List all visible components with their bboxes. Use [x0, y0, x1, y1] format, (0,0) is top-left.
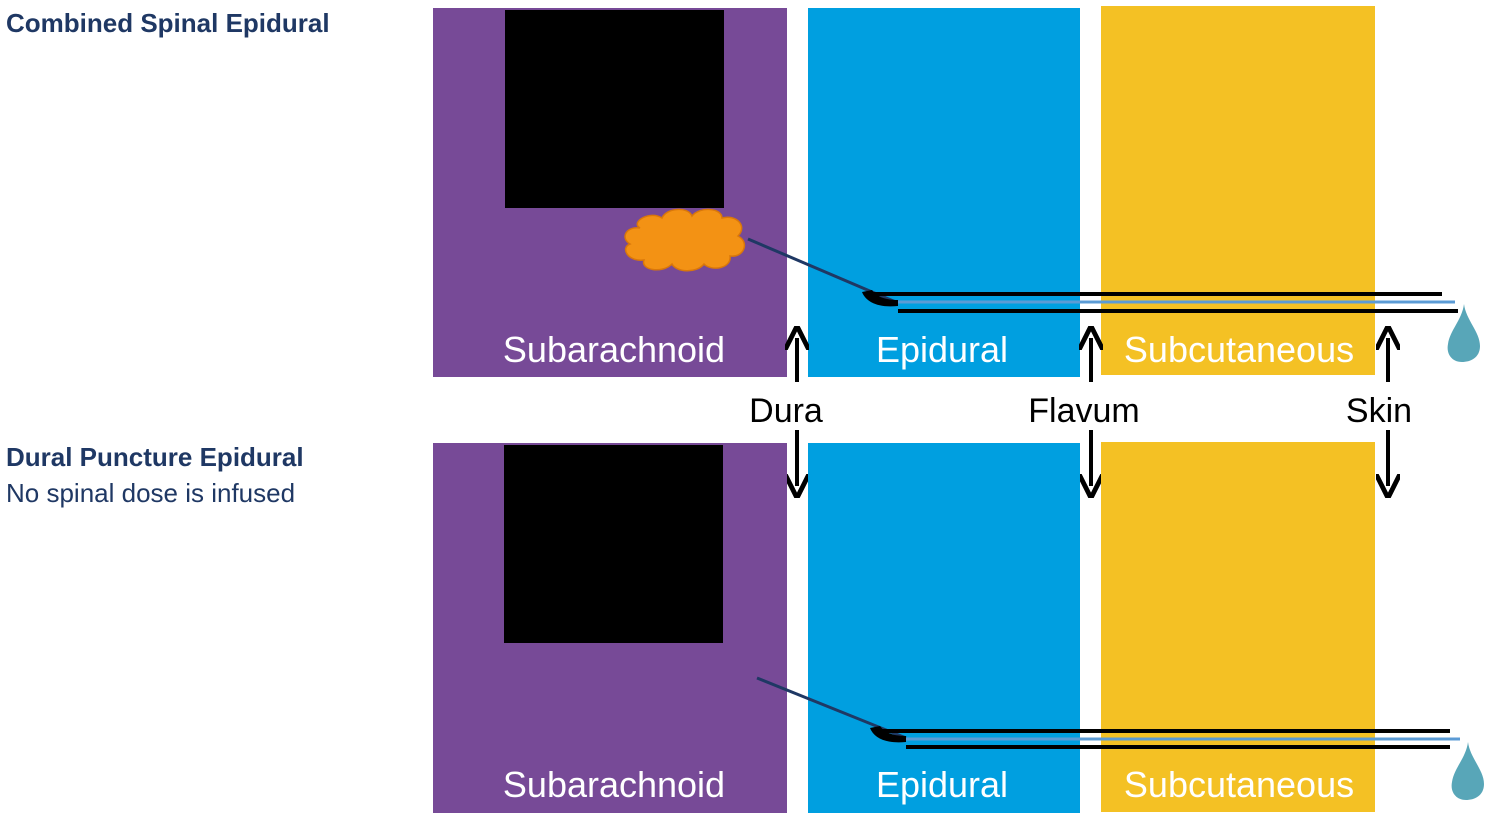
subarachnoid-label: Subarachnoid [503, 329, 725, 370]
skin-label: Skin [1346, 392, 1412, 430]
subcutaneous-layer [1101, 442, 1375, 812]
epidural-label: Epidural [876, 764, 1008, 805]
dura-label: Dura [749, 392, 823, 430]
dural-puncture-epidural-subtitle: No spinal dose is infused [6, 478, 296, 508]
drop-icon [1451, 742, 1484, 800]
dural-puncture-epidural-title: Dural Puncture Epidural [6, 442, 304, 472]
epidural-layer [808, 8, 1080, 377]
spinal-cord-block [504, 445, 723, 643]
dural-puncture-panel: Subarachnoid Epidural Subcutaneous [433, 442, 1484, 813]
epidural-layer [808, 443, 1080, 813]
subarachnoid-label: Subarachnoid [503, 764, 725, 805]
combined-spinal-epidural-title: Combined Spinal Epidural [6, 8, 330, 38]
drop-icon [1447, 304, 1480, 362]
membrane-markers: Dura Flavum Skin [749, 338, 1412, 486]
subcutaneous-layer [1101, 6, 1375, 375]
epidural-needle-tip [862, 290, 898, 307]
subcutaneous-label: Subcutaneous [1124, 329, 1354, 370]
spinal-dose-cloud-icon [624, 208, 746, 272]
flavum-label: Flavum [1028, 392, 1139, 430]
epidural-needle-tip [870, 726, 906, 743]
subcutaneous-label: Subcutaneous [1124, 764, 1354, 805]
spinal-cord-block [505, 10, 724, 208]
epidural-label: Epidural [876, 329, 1008, 370]
combined-panel: Subarachnoid Epidural Subcutaneous [433, 6, 1480, 377]
